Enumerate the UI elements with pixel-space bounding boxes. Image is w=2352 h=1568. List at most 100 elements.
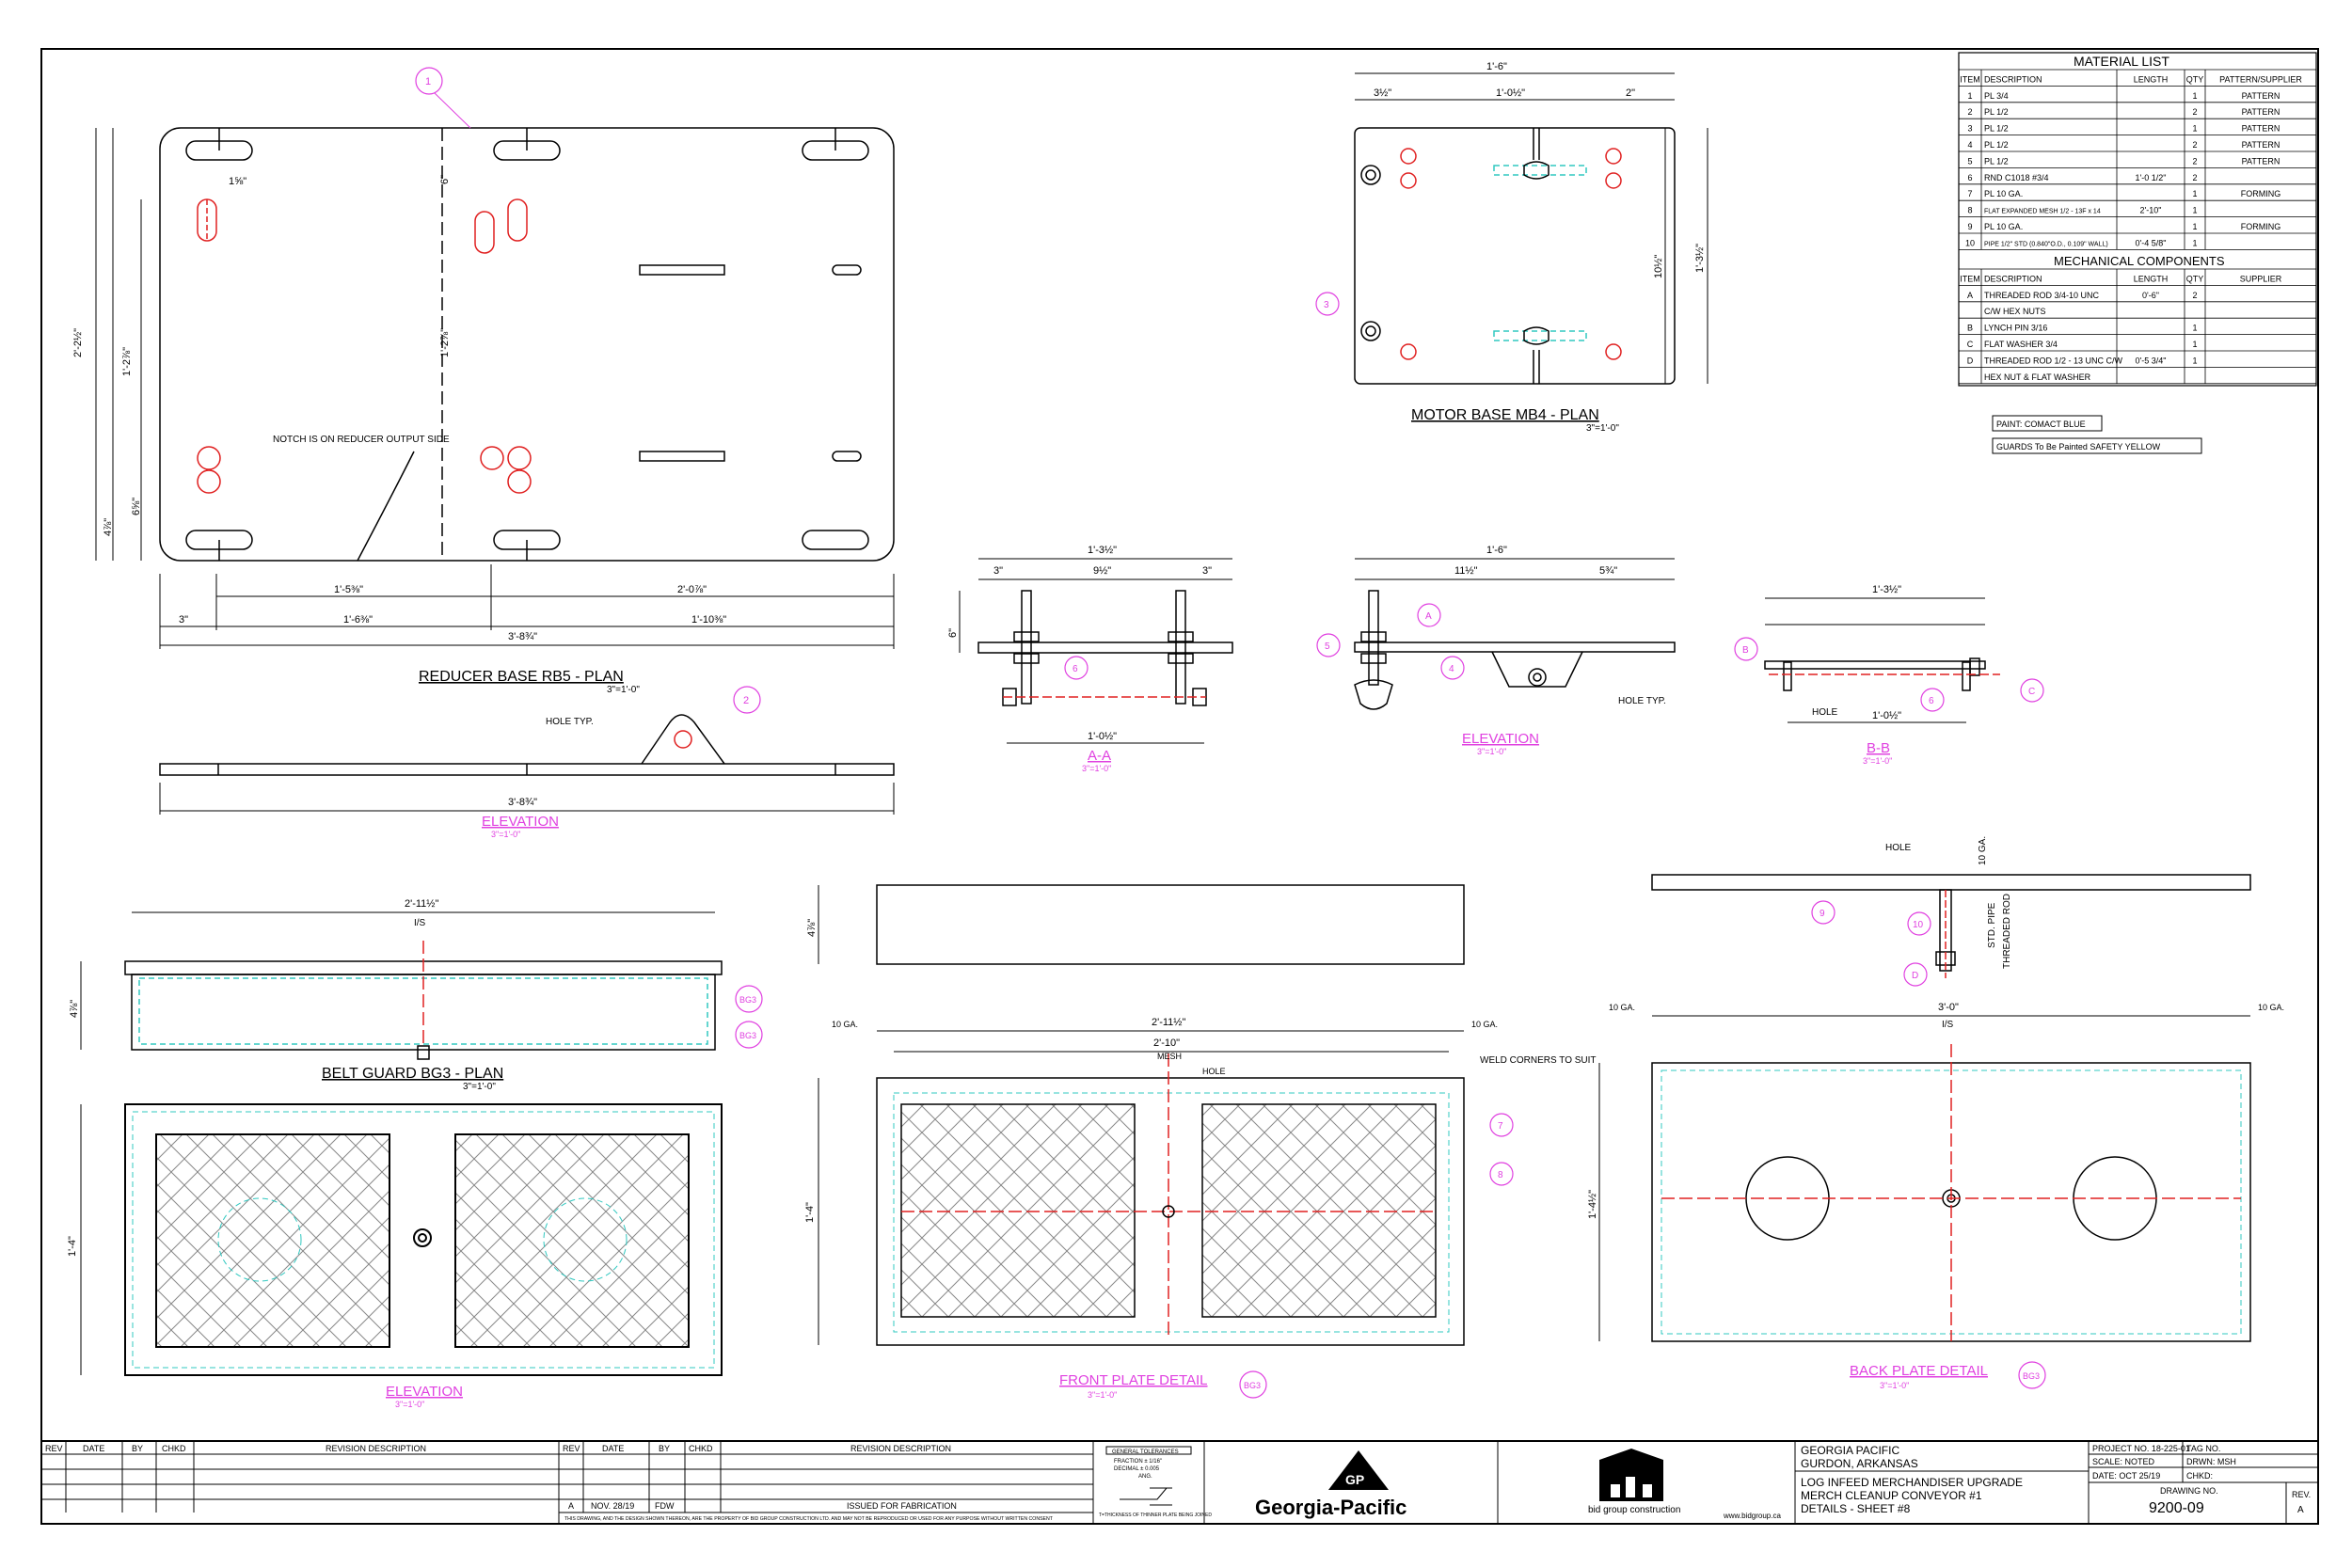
revision-headers-left: REV DATE BY CHKD REVISION DESCRIPTION [45, 1444, 426, 1453]
bid-group-logo: bid group construction www.bidgroup.ca [1497, 1440, 1796, 1525]
dim-me-11: 11½" [1454, 565, 1478, 577]
rev-entry-by: FDW [655, 1501, 675, 1511]
tb-drawn: DRWN: MSH [2186, 1457, 2236, 1466]
material-list-header: PATTERN/SUPPLIER [2219, 74, 2302, 84]
balloon-bg3-d-label: BG3 [2023, 1371, 2040, 1381]
bp-10ga-b: 10 GA. [2258, 1003, 2284, 1012]
dim-fp-w: 2'-11½" [1152, 1017, 1185, 1028]
material-list-cell: 4 [1967, 140, 1972, 150]
gp-logo-mark: GP [1345, 1472, 1364, 1487]
section-bb-scale: 3"=1'-0" [1863, 756, 1892, 766]
balloon-bg3-b [735, 1021, 763, 1049]
fp-10ga-b: 10 GA. [1471, 1020, 1498, 1029]
material-list-cell: 2 [1967, 107, 1972, 117]
motor-elevation-title: ELEVATION [1462, 731, 1539, 747]
material-list-cell: PIPE 1/2" STD (0.840"O.D., 0.109" WALL) [1984, 241, 2108, 247]
rev2-h-chkd: CHKD [689, 1444, 713, 1453]
gp-logo-name: Georgia-Pacific [1255, 1496, 1406, 1519]
balloon-b [1734, 637, 1758, 661]
balloon-1-label: 1 [425, 76, 431, 87]
material-list-cell: PL 1/2 [1984, 107, 2009, 117]
tb-line2: MERCH CLEANUP CONVEYOR #1 [1801, 1489, 1982, 1502]
rb-hole-typ: HOLE TYP. [546, 717, 594, 727]
material-list-cell: PL 1/2 [1984, 140, 2009, 150]
dim-aa-3a: 3" [993, 565, 1003, 577]
balloon-6-label: 6 [1073, 664, 1078, 674]
rev-entry-rev: A [568, 1501, 574, 1511]
balloon-6b [1920, 688, 1945, 712]
tolerances-title: GENERAL TOLERANCES [1112, 1449, 1179, 1455]
back-plate-detail-view [1598, 1015, 2251, 1342]
dim-rb-b1: 4⅞" [103, 518, 114, 536]
material-list-cell: 7 [1967, 189, 1972, 198]
tolerance-fraction: FRACTION ± 1/16" [1114, 1459, 1162, 1465]
material-list-header: DESCRIPTION [1984, 74, 2042, 84]
rev-h-rev: REV [45, 1444, 63, 1453]
rev-entry-date: NOV. 28/19 [591, 1501, 634, 1511]
guards-note-box [1992, 437, 2202, 454]
dim-rb-d: 1'-6⅜" [343, 614, 373, 626]
mechanical-header: SUPPLIER [2240, 274, 2282, 283]
mechanical-cell: B [1967, 324, 1973, 333]
motor-base-plan-title: MOTOR BASE MB4 - PLAN [1411, 407, 1599, 423]
rev-h-chkd: CHKD [162, 1444, 186, 1453]
mechanical-cell: 1 [2192, 356, 2197, 365]
material-list-cell: FORMING [2241, 189, 2281, 198]
tb-scale: SCALE: NOTED [2092, 1457, 2155, 1466]
balloon-4-label: 4 [1449, 664, 1454, 674]
mechanical-cell: 2 [2192, 291, 2197, 300]
mechanical-cell: 0'-6" [2142, 291, 2159, 300]
mechanical-header: LENGTH [2134, 274, 2169, 283]
dim-bb-total: 1'-3½" [1872, 584, 1901, 595]
dim-rb-mid: 1'-2⅞" [121, 347, 133, 376]
tb-line1: LOG INFEED MERCHANDISER UPGRADE [1801, 1476, 2023, 1489]
dim-bg-w: 2'-11½" [405, 898, 438, 910]
material-list-cell: 2 [2192, 173, 2197, 182]
tb-location: GURDON, ARKANSAS [1801, 1457, 1918, 1470]
mechanical-components-title: MECHANICAL COMPONENTS [2054, 254, 2225, 268]
material-list-cell: 1 [1967, 91, 1972, 101]
material-list-header: LENGTH [2134, 74, 2169, 84]
motor-elevation-dim-labels: 1'-6" 11½" 5¾" [1454, 545, 1617, 577]
dim-rb-elev-total: 3'-8¾" [508, 797, 537, 808]
balloon-bg3-a-label: BG3 [739, 995, 756, 1005]
mechanical-cell: LYNCH PIN 3/16 [1984, 324, 2047, 333]
material-list-cell: PATTERN [2242, 91, 2280, 101]
revision-entry: A NOV. 28/19 FDW ISSUED FOR FABRICATION [568, 1501, 957, 1511]
material-list-cell: PL 10 GA. [1984, 189, 2023, 198]
bid-logo-url: www.bidgroup.ca [1723, 1512, 1781, 1520]
mechanical-cell: D [1967, 356, 1974, 365]
dim-rb-b: 2'-0⅞" [677, 584, 707, 595]
dim-rb-mid2: 1'-2⅞" [439, 328, 451, 357]
material-list-cell: PL 1/2 [1984, 156, 2009, 166]
tolerances-note: T=THICKNESS OF THINNER PLATE BEING JOINE… [1099, 1513, 1212, 1518]
dim-fp-h: 1'-4" [804, 1202, 816, 1223]
dim-mb-c: 2" [1626, 87, 1635, 99]
material-list-cell: PL 1/2 [1984, 124, 2009, 134]
dim-mb-h: 1'-3½" [1694, 244, 1706, 273]
balloon-8 [1489, 1162, 1514, 1186]
material-list-cell: FLAT EXPANDED MESH 1/2 - 13F x 14 [1984, 209, 2101, 215]
reducer-base-scale: 3"=1'-0" [607, 685, 640, 695]
balloon-b-label: B [1742, 645, 1749, 656]
dim-bg-h: 4⅞" [69, 1000, 80, 1018]
rev-h-desc: REVISION DESCRIPTION [326, 1444, 426, 1453]
tb-client: GEORGIA PACIFIC [1801, 1444, 1899, 1457]
fp-10ga-a: 10 GA. [832, 1020, 858, 1029]
rev2-h-by: BY [659, 1444, 670, 1453]
guards-note: GUARDS To Be Painted SAFETY YELLOW [1996, 442, 2161, 451]
material-list-cell: 10 [1965, 238, 1975, 247]
section-bb-dim-labels: 1'-3½" 1'-0½" [1872, 584, 1901, 721]
balloon-bg3-a [735, 985, 763, 1013]
motor-base-plan-view [1354, 72, 1708, 385]
dim-me-total: 1'-6" [1486, 545, 1507, 556]
back-plate-detail-scale: 3"=1'-0" [1880, 1381, 1909, 1390]
material-list-cell: RND C1018 #3/4 [1984, 173, 2049, 182]
tb-line3: DETAILS - SHEET #8 [1801, 1502, 1911, 1515]
dim-bp-w: 3'-0" [1938, 1002, 1959, 1013]
dim-rb-b2: 6⅝" [131, 498, 142, 515]
reducer-note: NOTCH IS ON REDUCER OUTPUT SIDE [273, 435, 450, 445]
tolerance-ang: ANG. [1138, 1474, 1152, 1480]
dim-bb-bot: 1'-0½" [1872, 710, 1901, 721]
